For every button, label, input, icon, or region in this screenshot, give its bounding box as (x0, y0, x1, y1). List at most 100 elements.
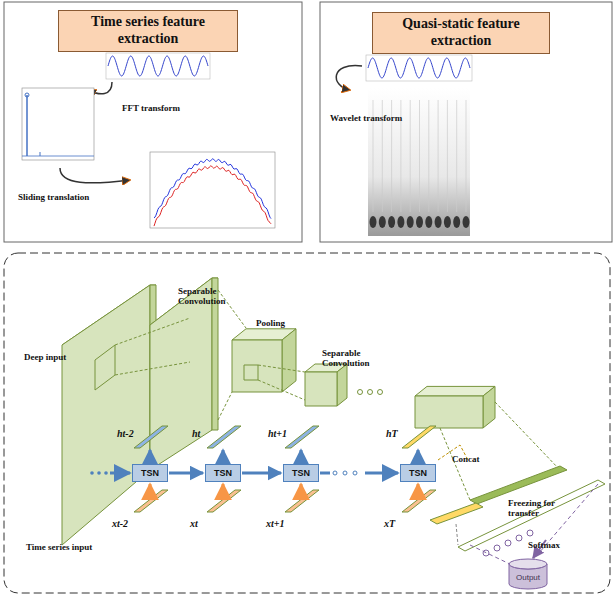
vector-label: xt+1 (266, 518, 284, 530)
annotation-label: Separable Convolution (178, 286, 240, 307)
vector-label: xt (190, 518, 198, 530)
vector-label: ht (192, 428, 200, 440)
annotation-label: Freezing for transfer (508, 498, 558, 519)
node-text: Quasi-static feature extraction (381, 16, 541, 50)
annotation-label: Deep input (24, 352, 66, 362)
drawing-part (218, 290, 246, 420)
signal-wave (366, 55, 472, 81)
annotation-label: Pooling (256, 318, 285, 328)
drawing-part (416, 216, 423, 228)
layer-block (415, 396, 483, 428)
drawing-part (397, 216, 404, 228)
drawing-part (444, 216, 451, 228)
fft-plot (22, 88, 94, 160)
tsn-cell: TSN (400, 464, 436, 482)
hidden-state (402, 426, 436, 448)
annotation-label: FFT transform (122, 103, 180, 113)
drawing-part (388, 216, 395, 228)
tsn-cell: TSN (205, 464, 241, 482)
drawing-part (108, 56, 208, 76)
softmax-unit (527, 530, 533, 536)
layer-block (483, 386, 495, 428)
drawing-part (368, 58, 470, 78)
drawing-part (410, 100, 411, 212)
drawing-part (438, 100, 439, 212)
drawing-part (440, 402, 560, 500)
sequence-line (320, 472, 330, 475)
concat-bar (430, 503, 483, 524)
layer-block (305, 372, 337, 406)
output-arrow (300, 450, 303, 462)
conv-plate (150, 278, 212, 470)
softmax-unit (516, 535, 522, 541)
wavelet-scalogram (368, 88, 470, 236)
drawing-part (40, 152, 41, 156)
input-arrow (417, 484, 420, 494)
ellipsis-dot (378, 390, 383, 395)
output-arrow (222, 450, 225, 462)
vector-label: ht+1 (268, 428, 287, 440)
drawing-part (22, 88, 94, 160)
output-cylinder: Output (508, 558, 548, 590)
layer-block (337, 364, 347, 406)
sequence-arrow (242, 472, 281, 475)
annotation-label: Separable Convolution (322, 348, 384, 369)
title-box: Quasi-static feature extraction (372, 12, 550, 54)
input-arrow (222, 484, 225, 494)
drawing-part (26, 95, 28, 156)
node-text: Output (516, 573, 540, 582)
sequence-arrow (365, 472, 398, 475)
dashed-panel (4, 253, 610, 593)
drawing-part (106, 53, 210, 79)
sliding-plot (150, 152, 275, 228)
tsn-cell: TSN (283, 464, 319, 482)
ellipsis-dot (90, 471, 94, 475)
vector-label: ht-2 (117, 428, 134, 440)
hidden-state (285, 426, 319, 448)
drawing-part (447, 100, 448, 212)
vector-label: xT (384, 518, 395, 530)
softmax-unit (505, 540, 511, 546)
sequence-arrow (169, 472, 203, 475)
hidden-state (207, 426, 241, 448)
node-text: TSN (141, 468, 159, 478)
panel (4, 2, 302, 242)
ellipsis-dot (368, 390, 373, 395)
kernel-box (244, 365, 258, 380)
drawing-part (150, 152, 275, 228)
ellipsis-dot (104, 471, 108, 475)
vector-label: hT (386, 428, 398, 440)
drawing-part (370, 216, 377, 228)
annotation-label: Softmax (528, 540, 560, 550)
signal-wave (106, 53, 210, 79)
curved-arrow (336, 66, 362, 90)
node-text: Time series feature extraction (67, 14, 229, 48)
input-arrow (300, 484, 303, 494)
drawing-part (456, 100, 457, 212)
vector-label: xt-2 (112, 518, 128, 530)
panel (320, 2, 612, 242)
freeze-bar (458, 480, 605, 551)
ellipsis-dot (97, 471, 101, 475)
annotation-label: Sliding translation (18, 192, 89, 202)
drawing-part (154, 166, 271, 226)
drawing-part (115, 318, 190, 375)
output-arrow (417, 450, 420, 462)
node-text: TSN (214, 468, 232, 478)
drawing-part (258, 365, 305, 400)
drawing-part (453, 216, 460, 228)
ellipsis-dot (358, 390, 363, 395)
curved-arrow (60, 168, 130, 183)
drawing-part (366, 55, 472, 81)
layer-block (232, 340, 282, 392)
title-box: Time series feature extraction (58, 10, 238, 52)
drawing-part (379, 216, 386, 228)
drawing-part (425, 216, 432, 228)
input-plate (62, 285, 150, 545)
softmax-unit (494, 545, 500, 551)
drawing-part (407, 216, 414, 228)
drawing-part (463, 216, 470, 228)
ellipsis-dot (333, 471, 337, 475)
ellipsis-dot (343, 471, 347, 475)
